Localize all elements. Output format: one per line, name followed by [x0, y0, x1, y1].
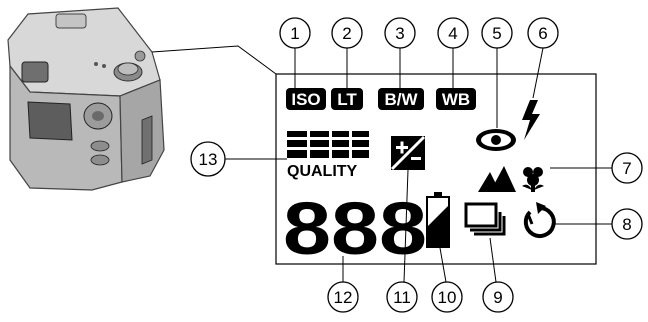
- landscape-mountain-icon: [478, 166, 516, 192]
- callout-2: [331, 17, 363, 49]
- red-eye-icon: [476, 129, 516, 151]
- macro-flower-icon: [522, 167, 544, 192]
- callout-12: [327, 281, 359, 313]
- callouts: 1 2 3 4 5 6 7 8 9 10: [190, 17, 643, 313]
- callout-4: [437, 17, 469, 49]
- callout-8-number: 8: [622, 215, 631, 234]
- camera-illustration: [7, 7, 165, 191]
- callout-8: [611, 208, 643, 240]
- long-time-indicator: LT: [331, 88, 363, 110]
- callout-13-number: 13: [199, 150, 218, 169]
- callout-1: [279, 17, 311, 49]
- callout-7: [611, 152, 643, 184]
- callout-9-number: 9: [493, 288, 502, 307]
- black-white-indicator: B/W: [378, 88, 424, 110]
- battery-icon: [426, 192, 450, 248]
- quality-indicator: QUALITY: [287, 131, 369, 180]
- callout-7-number: 7: [622, 159, 631, 178]
- callout-11: [386, 281, 418, 313]
- white-balance-indicator: WB: [436, 88, 476, 110]
- callout-1-number: 1: [290, 24, 299, 43]
- callout-5-number: 5: [492, 24, 501, 43]
- iso-indicator: ISO: [286, 88, 326, 110]
- picture-counter-digits: 888: [283, 187, 427, 270]
- callout-6: [527, 17, 559, 49]
- callout-3: [384, 17, 416, 49]
- callout-2-number: 2: [342, 24, 351, 43]
- callout-9: [482, 281, 514, 313]
- self-timer-icon: [523, 202, 556, 238]
- callout-10: [431, 281, 463, 313]
- bw-label: B/W: [384, 90, 418, 109]
- iso-label: ISO: [291, 90, 320, 109]
- callout-11-number: 11: [393, 288, 411, 307]
- camera-leader-line: [151, 45, 277, 75]
- wb-label: WB: [442, 90, 470, 109]
- callout-13: [190, 141, 226, 177]
- flash-icon: [522, 100, 540, 140]
- callout-5: [481, 17, 513, 49]
- callout-10-number: 10: [438, 288, 457, 307]
- exposure-compensation-icon: [390, 135, 426, 171]
- burst-icon: [464, 202, 506, 236]
- callout-4-number: 4: [448, 24, 457, 43]
- callout-3-number: 3: [395, 24, 404, 43]
- callout-6-number: 6: [538, 24, 547, 43]
- quality-label: QUALITY: [287, 163, 358, 180]
- lt-label: LT: [337, 90, 357, 109]
- callout-12-number: 12: [334, 288, 353, 307]
